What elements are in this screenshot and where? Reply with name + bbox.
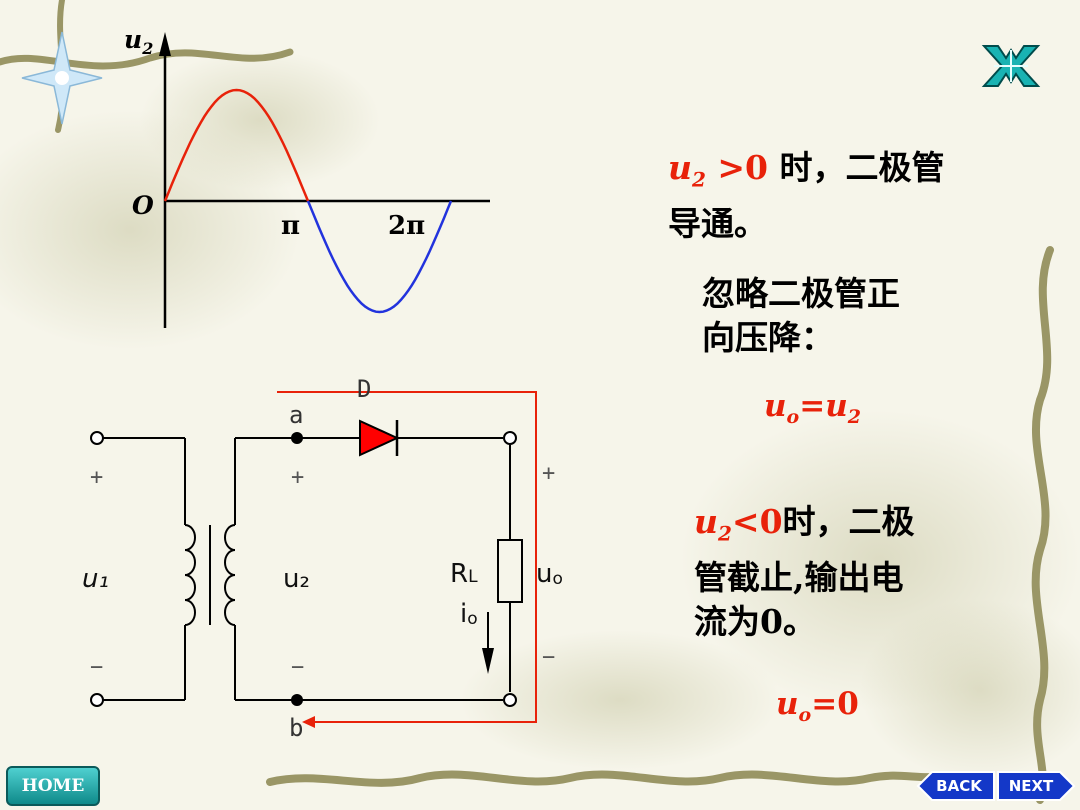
next-button[interactable]: NEXT (1008, 777, 1054, 795)
uo-label: uo (536, 559, 563, 589)
current-path-arrow (302, 716, 315, 728)
condition-conducting-text: u2 >0 时，二极管 导通。 (668, 148, 945, 243)
secondary-plus: + (291, 465, 304, 490)
rectifier-circuit: D a b + + + − − − u₁ u₂ RL uo io (82, 375, 563, 742)
u1-label: u₁ (82, 564, 109, 594)
primary-plus: + (90, 465, 103, 490)
shrink-arrows-icon[interactable] (980, 42, 1042, 90)
equation-uo-equals-u2: uo=u2 (764, 388, 861, 429)
y-axis-arrow (159, 32, 171, 56)
condition-cutoff-text: u2<0时，二极 管截止,输出电 流为0。 (694, 502, 915, 641)
positive-half-wave (163, 88, 310, 202)
equation-uo-equals-zero: uo=0 (776, 686, 859, 727)
node-a-dot (291, 432, 303, 444)
node-a-label: a (289, 401, 303, 429)
u2-label: u₂ (283, 564, 310, 594)
origin-label: O (132, 191, 154, 220)
y-axis-label: u2 (124, 25, 153, 58)
pi-label: π (281, 211, 300, 241)
diode-symbol (359, 419, 400, 457)
waveform-diagram: u2 O π 2π (124, 25, 490, 328)
two-pi-label: 2π (388, 211, 425, 241)
back-button[interactable]: BACK (936, 777, 982, 795)
next-button-shape (997, 771, 1076, 801)
terminal-output-bottom (503, 693, 517, 707)
io-label: io (460, 599, 478, 629)
io-arrow (482, 648, 494, 674)
current-path (277, 391, 537, 723)
node-b-label: b (289, 714, 303, 742)
diode-label: D (357, 375, 371, 403)
output-plus: + (542, 461, 555, 486)
sparkle-icon (21, 31, 103, 125)
secondary-minus: − (291, 655, 304, 680)
home-button[interactable]: HOME (6, 766, 100, 806)
output-minus: − (542, 645, 555, 670)
negative-half-wave (306, 200, 453, 314)
node-b-dot (291, 694, 303, 706)
terminal-output-top (503, 431, 517, 445)
terminal-primary-top (90, 431, 104, 445)
back-button-shape (916, 771, 995, 801)
terminal-primary-bottom (90, 693, 104, 707)
rl-label: RL (450, 559, 478, 589)
ignore-forward-drop-text: 忽略二极管正 向压降： (702, 274, 900, 357)
primary-minus: − (90, 655, 103, 680)
